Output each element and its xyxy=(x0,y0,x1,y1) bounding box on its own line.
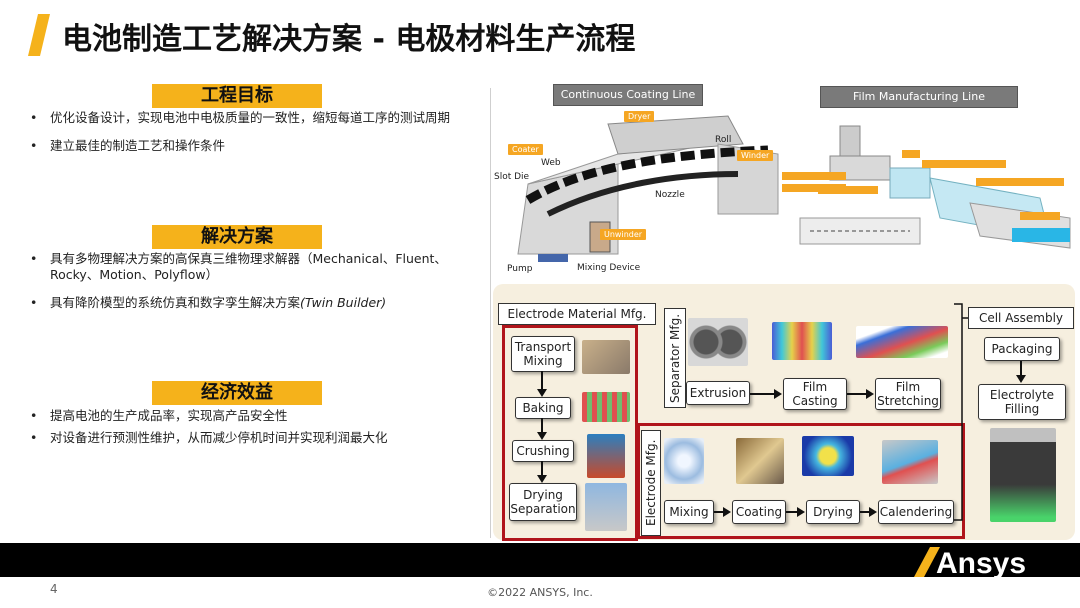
electrode-material-title: Electrode Material Mfg. xyxy=(498,303,656,325)
electrode-material-group xyxy=(502,325,638,541)
drying-thumbnail xyxy=(802,436,854,476)
step-electrolyte-filling: Electrolyte Filling xyxy=(978,384,1066,420)
film-stretching-thumbnail xyxy=(856,326,948,358)
page-title: 电池制造工艺解决方案 - 电极材料生产流程 xyxy=(62,22,636,57)
section-heading-goals: 工程目标 xyxy=(152,84,322,108)
section-heading-benefits: 经济效益 xyxy=(152,381,322,405)
electrode-label: Electrode Mfg. xyxy=(641,430,661,536)
coater-tag: Coater xyxy=(508,144,543,155)
calendering-thumbnail xyxy=(882,440,938,484)
solutions-list: 具有多物理解决方案的高保真三维物理求解器（Mechanical、Fluent、R… xyxy=(28,251,468,323)
film-line-illustration xyxy=(782,125,1071,249)
cell-assembly-title: Cell Assembly xyxy=(968,307,1074,329)
step-extrusion: Extrusion xyxy=(686,381,750,405)
copyright: ©2022 ANSYS, Inc. xyxy=(487,586,593,599)
list-item: 具有多物理解决方案的高保真三维物理求解器（Mechanical、Fluent、R… xyxy=(28,251,468,283)
benefits-list: 提高电池的生产成品率，实现高产品安全性 对设备进行预测性维护，从而减少停机时间并… xyxy=(28,408,468,458)
pump-label: Pump xyxy=(507,264,533,274)
separator-label: Separator Mfg. xyxy=(664,308,686,408)
goals-list: 优化设备设计，实现电池中电极质量的一致性，缩短每道工序的测试周期 建立最佳的制造… xyxy=(28,110,468,166)
flow-arrow xyxy=(537,418,547,440)
list-item-text: 具有降阶模型的系统仿真和数字孪生解决方案 xyxy=(50,295,301,310)
page-number: 4 xyxy=(50,582,58,596)
column-divider xyxy=(490,88,491,538)
flow-arrow xyxy=(537,371,547,397)
step-baking: Baking xyxy=(515,397,571,419)
step-crushing: Crushing xyxy=(512,440,574,462)
list-item: 具有降阶模型的系统仿真和数字孪生解决方案(Twin Builder) xyxy=(28,295,468,311)
step-drying-separation: Drying Separation xyxy=(509,483,577,521)
step-packaging: Packaging xyxy=(984,337,1060,361)
step-film-stretching: Film Stretching xyxy=(875,378,941,410)
electrode-group xyxy=(637,423,965,539)
flow-arrow xyxy=(847,389,874,399)
dryer-tag: Dryer xyxy=(624,111,655,122)
coating-thumbnail xyxy=(736,438,784,484)
logo-text: Ansys xyxy=(936,547,1026,579)
flow-arrow xyxy=(714,507,731,517)
slot-die-label: Slot Die xyxy=(494,172,530,182)
baking-sim-thumbnail xyxy=(582,392,630,422)
coating-line-illustration xyxy=(517,115,779,262)
coating-line-label: Continuous Coating Line xyxy=(553,84,703,106)
nozzle-label: Nozzle xyxy=(655,190,685,200)
film-line-label: Film Manufacturing Line xyxy=(820,86,1018,108)
roll-label: Roll xyxy=(715,135,732,145)
web-label: Web xyxy=(541,158,561,168)
list-item: 建立最佳的制造工艺和操作条件 xyxy=(28,138,468,154)
flow-arrow xyxy=(1016,361,1026,383)
mixing-device-label: Mixing Device xyxy=(577,263,641,273)
mixing-sim-thumbnail xyxy=(582,340,630,374)
step-film-casting: Film Casting xyxy=(783,378,847,410)
ansys-logo: Ansys xyxy=(914,547,1026,579)
list-item-italic: (Twin Builder) xyxy=(300,295,387,310)
title-accent-bar xyxy=(28,14,50,56)
winder-tag: Winder xyxy=(737,150,774,161)
list-item: 对设备进行预测性维护，从而减少停机时间并实现利润最大化 xyxy=(28,430,468,446)
film-casting-thumbnail xyxy=(772,322,832,360)
cell-filling-thumbnail xyxy=(990,428,1056,522)
section-heading-solutions: 解决方案 xyxy=(152,225,322,249)
crushing-sim-thumbnail xyxy=(587,434,625,478)
flow-arrow xyxy=(860,507,877,517)
list-item: 提高电池的生产成品率，实现高产品安全性 xyxy=(28,408,468,424)
extrusion-thumbnail xyxy=(688,318,748,366)
step-mixing: Mixing xyxy=(664,500,714,524)
flow-arrow xyxy=(786,507,805,517)
drying-sim-thumbnail xyxy=(585,483,627,531)
unwinder-tag: Unwinder xyxy=(600,229,647,240)
flow-arrow xyxy=(750,389,782,399)
step-transport-mixing: Transport Mixing xyxy=(511,336,575,372)
flow-arrow xyxy=(537,461,547,483)
step-calendering: Calendering xyxy=(878,500,954,524)
step-coating: Coating xyxy=(732,500,786,524)
footer-bar xyxy=(0,543,1080,577)
flow-bracket xyxy=(954,303,970,521)
step-drying: Drying xyxy=(806,500,860,524)
mixing-thumbnail xyxy=(664,438,704,484)
list-item: 优化设备设计，实现电池中电极质量的一致性，缩短每道工序的测试周期 xyxy=(28,110,468,126)
